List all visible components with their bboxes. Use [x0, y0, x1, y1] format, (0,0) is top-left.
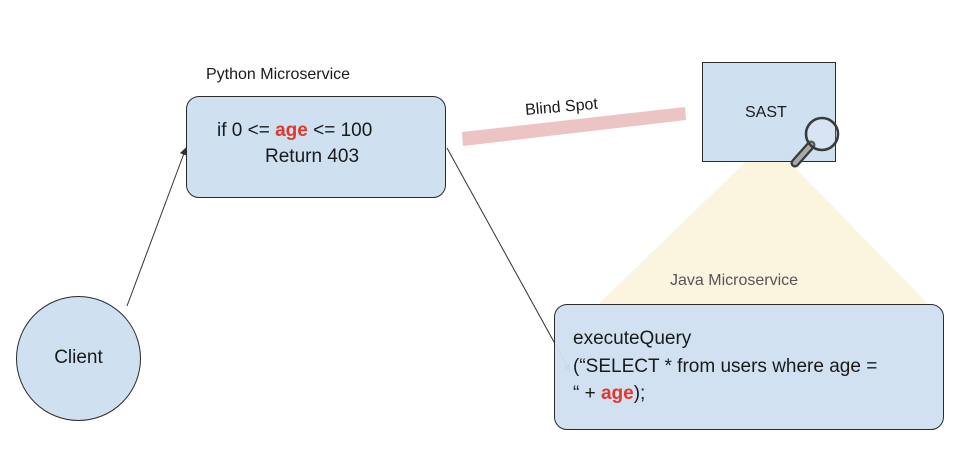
java-code-line2: (“SELECT * from users where age =	[573, 356, 878, 377]
sast-scan-cone	[588, 140, 938, 314]
python-code-line1: if 0 <= age <= 100	[217, 120, 372, 142]
java-code-line3-prefix: “ +	[573, 383, 601, 404]
java-service-title: Java Microservice	[670, 272, 799, 289]
python-service-box: if 0 <= age <= 100 Return 403	[186, 96, 446, 198]
java-code-line3: “ + age);	[573, 383, 645, 405]
python-service-title: Python Microservice	[206, 66, 351, 83]
python-code-line1-suffix: <= 100	[307, 120, 373, 141]
client-node: Client	[16, 296, 141, 421]
java-service-box: executeQuery (“SELECT * from users where…	[554, 304, 944, 430]
blind-spot-band	[462, 107, 686, 146]
python-code-line1-prefix: if 0 <=	[217, 120, 276, 141]
arrow-client-to-python	[126, 147, 188, 307]
arrow-python-to-java	[446, 147, 571, 372]
client-label: Client	[54, 347, 103, 368]
python-code-line2: Return 403	[265, 146, 360, 167]
sast-label: SAST	[745, 104, 787, 121]
java-code-line1: executeQuery	[573, 328, 692, 349]
magnifier-icon	[790, 116, 840, 168]
java-code-line3-suffix: );	[633, 383, 646, 404]
java-age-variable: age	[600, 383, 634, 404]
python-age-variable: age	[275, 120, 308, 141]
